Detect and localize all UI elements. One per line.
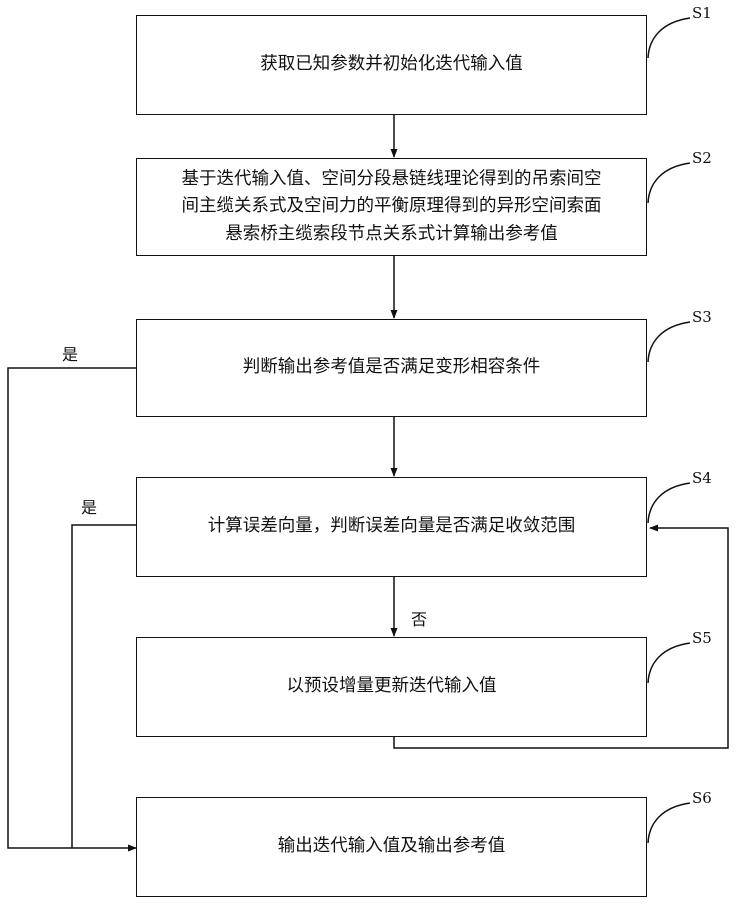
step-label-s5: S5 bbox=[692, 629, 712, 647]
step-hook-s4 bbox=[648, 483, 690, 523]
step-box-s5: 以预设增量更新迭代输入值 bbox=[136, 637, 647, 737]
branch-label-s3-yes: 是 bbox=[62, 341, 78, 365]
step-text-s2: 基于迭代输入值、空间分段悬链线理论得到的吊索间空 间主缆关系式及空间力的平衡原理… bbox=[182, 166, 602, 247]
step-text-s5: 以预设增量更新迭代输入值 bbox=[287, 673, 497, 700]
step-label-s1: S1 bbox=[692, 4, 712, 22]
step-box-s4: 计算误差向量，判断误差向量是否满足收敛范围 bbox=[136, 477, 647, 577]
step-box-s3: 判断输出参考值是否满足变形相容条件 bbox=[136, 319, 647, 417]
step-box-s2: 基于迭代输入值、空间分段悬链线理论得到的吊索间空 间主缆关系式及空间力的平衡原理… bbox=[136, 158, 647, 256]
step-text-s4: 计算误差向量，判断误差向量是否满足收敛范围 bbox=[208, 513, 576, 540]
step-hook-s6 bbox=[648, 803, 690, 843]
step-box-s6: 输出迭代输入值及输出参考值 bbox=[136, 797, 647, 897]
step-hook-s1 bbox=[648, 18, 690, 58]
step-hook-s2 bbox=[648, 163, 690, 203]
arrow-s4-yes-to-s6 bbox=[72, 525, 136, 848]
step-text-s3: 判断输出参考值是否满足变形相容条件 bbox=[243, 354, 541, 381]
branch-label-s4-no: 否 bbox=[411, 606, 427, 630]
step-label-s3: S3 bbox=[692, 308, 712, 326]
step-label-s6: S6 bbox=[692, 789, 712, 807]
step-box-s1: 获取已知参数并初始化迭代输入值 bbox=[136, 15, 647, 115]
step-hook-s3 bbox=[648, 322, 690, 362]
branch-label-s4-yes: 是 bbox=[81, 494, 97, 518]
step-text-s6: 输出迭代输入值及输出参考值 bbox=[278, 833, 506, 860]
step-hook-s5 bbox=[648, 643, 690, 683]
step-label-s4: S4 bbox=[692, 469, 712, 487]
step-label-s2: S2 bbox=[692, 149, 712, 167]
step-text-s1: 获取已知参数并初始化迭代输入值 bbox=[260, 51, 523, 78]
